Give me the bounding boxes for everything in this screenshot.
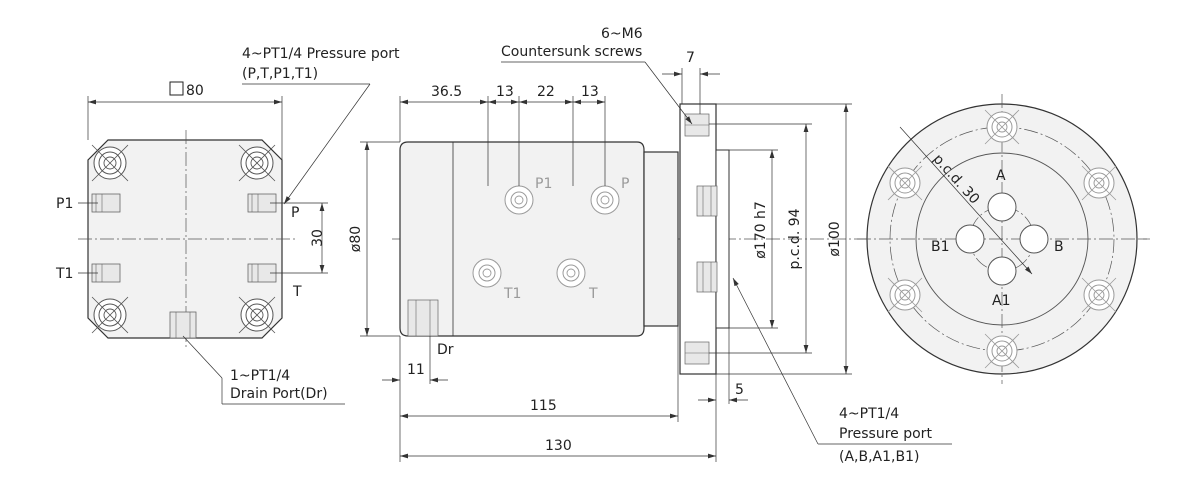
square-symbol-icon (169, 81, 184, 96)
port-b-hole (1019, 224, 1049, 254)
drain-port-side (169, 311, 197, 339)
flange-bolt-3 (1081, 277, 1117, 313)
port-a-hole (987, 192, 1017, 222)
dim-36-5-label: 36.5 (431, 84, 462, 100)
port-a1-label: A1 (992, 293, 1010, 309)
port-t-label: T (292, 284, 302, 300)
port-a1-hole (987, 256, 1017, 286)
pressure-port-callout-line2: (P,T,P1,T1) (242, 66, 318, 82)
body-t1-label: T1 (503, 286, 521, 302)
dia-100-label: ø100 (827, 221, 843, 256)
front-flange-view: p.c.d. 30 A B B1 A1 (857, 94, 1147, 384)
flange-port-upper (696, 185, 718, 217)
dim-5-label: 5 (735, 382, 744, 398)
port-p-label: P (291, 205, 299, 221)
port-a-label: A (996, 168, 1006, 184)
dim-13a-label: 13 (496, 84, 514, 100)
bolt-hole-bottom-right (238, 296, 276, 334)
port-b1-hole (955, 224, 985, 254)
dim-115-label: 115 (530, 398, 557, 414)
dim-13b-label: 13 (581, 84, 599, 100)
port-b-label: B (1054, 239, 1064, 255)
body-port-t1 (472, 258, 502, 288)
flange-bolt-1 (984, 109, 1020, 145)
body-p1-label: P1 (535, 176, 552, 192)
flange-screw-top (684, 113, 710, 137)
pressure-ab-callout-line2: Pressure port (839, 426, 932, 442)
port-p1-label: P1 (56, 196, 73, 212)
main-body (399, 141, 645, 337)
bolt-hole-top-right (238, 144, 276, 182)
dia-170-label: ø170 h7 (753, 201, 769, 259)
size-80-label: 80 (186, 83, 204, 99)
dim-30-label: 30 (310, 229, 326, 247)
pressure-port-callout-line1: 4~PT1/4 Pressure port (242, 46, 400, 62)
pcd-94-label: p.c.d. 94 (787, 208, 803, 269)
flange-screw-bottom (684, 341, 710, 365)
flange (679, 103, 717, 375)
flange-bolt-6 (887, 165, 923, 201)
left-end-view: 80 4~PT1/4 Pressure port (P,T,P1,T1) P1 … (55, 46, 400, 405)
body-port-p (590, 185, 620, 215)
bolt-hole-bottom-left (91, 296, 129, 334)
side-drain-port (407, 299, 439, 337)
drain-callout-line2: Drain Port(Dr) (230, 386, 328, 402)
side-view: P1 P T1 T Dr 36.5 13 22 13 7 6~M6 Counte… (348, 26, 1150, 465)
body-p-label: P (621, 176, 629, 192)
flange-bolt-4 (984, 333, 1020, 369)
flange-port-lower (696, 261, 718, 293)
body-port-t (556, 258, 586, 288)
bolt-hole-top-left (91, 144, 129, 182)
pressure-ab-callout-line1: 4~PT1/4 (839, 406, 899, 422)
port-b1-label: B1 (931, 239, 950, 255)
pressure-ab-callout-line3: (A,B,A1,B1) (839, 449, 919, 465)
drain-callout-line1: 1~PT1/4 (230, 368, 290, 384)
dim-7-label: 7 (686, 50, 695, 66)
body-port-p1 (504, 185, 534, 215)
flange-bolt-5 (887, 277, 923, 313)
flange-bolt-2 (1081, 165, 1117, 201)
dim-22-label: 22 (537, 84, 555, 100)
dia-80-label: ø80 (348, 226, 364, 252)
dim-130-label: 130 (545, 438, 572, 454)
screws-callout-line1: 6~M6 (601, 26, 643, 42)
port-t1-label: T1 (55, 266, 73, 282)
dim-11-label: 11 (407, 362, 425, 378)
dr-label: Dr (437, 342, 454, 358)
screws-callout-line2: Countersunk screws (501, 44, 642, 60)
body-step (643, 151, 679, 327)
body-t-label: T (588, 286, 598, 302)
